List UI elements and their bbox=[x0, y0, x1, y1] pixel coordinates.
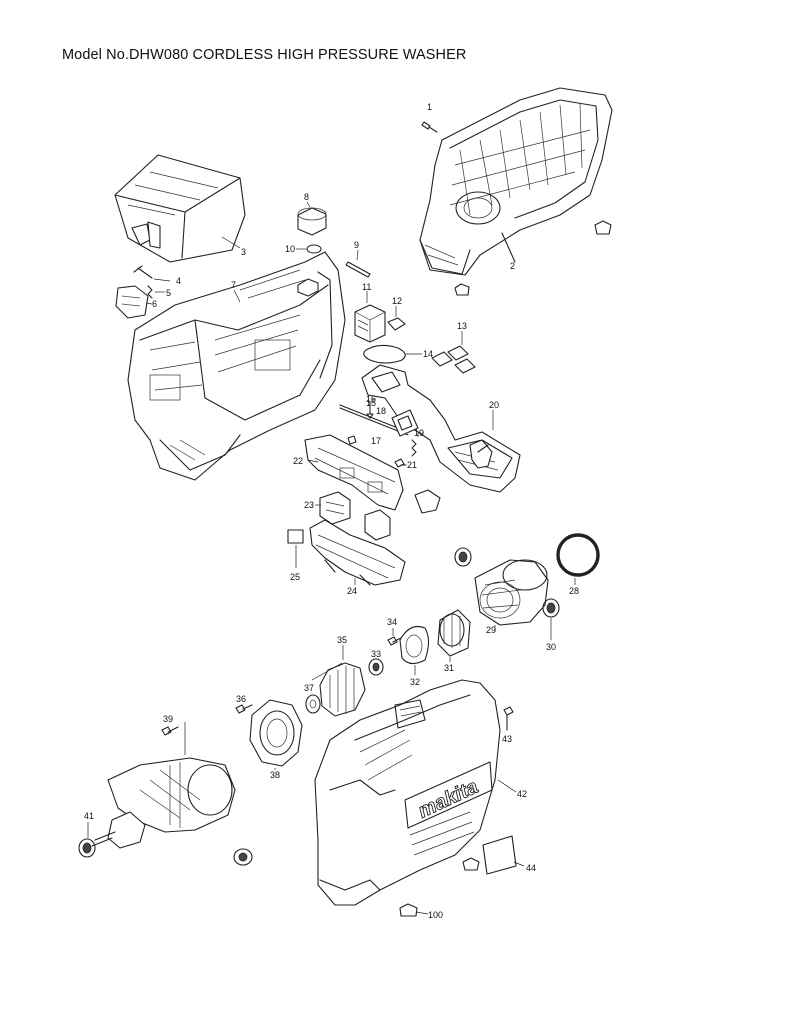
part-1-screw bbox=[421, 121, 438, 133]
part-36-screw bbox=[235, 704, 253, 714]
part-number-label: 16 bbox=[366, 394, 376, 404]
part-number-label: 11 bbox=[362, 282, 371, 292]
part-number-label: 4 bbox=[176, 276, 181, 286]
part-10-o-ring bbox=[296, 244, 322, 254]
part-number-label: 7 bbox=[231, 280, 236, 290]
part-39-screw bbox=[161, 722, 186, 755]
part-number-label: 25 bbox=[290, 572, 300, 582]
part-number-label: 15 bbox=[366, 398, 376, 408]
part-31-stator bbox=[437, 609, 471, 662]
part-9-pin bbox=[345, 249, 371, 278]
part-22-frame bbox=[304, 434, 404, 511]
part-number-label: 34 bbox=[387, 617, 397, 627]
part-25-label bbox=[287, 529, 304, 568]
part-number-label: 1 bbox=[427, 102, 432, 112]
part-21-screw bbox=[394, 458, 407, 468]
part-number-label: 38 bbox=[270, 770, 280, 780]
part-number-label: 41 bbox=[84, 811, 94, 821]
part-number-label: 8 bbox=[304, 192, 309, 202]
part-number-label: 39 bbox=[163, 714, 173, 724]
part-24-battery-holder bbox=[309, 519, 406, 586]
part-number-label: 28 bbox=[569, 586, 579, 596]
part-number-label: 43 bbox=[502, 734, 512, 744]
part-32-gasket bbox=[399, 625, 430, 675]
part-4-latch-pin bbox=[133, 265, 171, 282]
part-37-washer bbox=[305, 694, 321, 714]
part-number-label: 6 bbox=[152, 299, 157, 309]
part-number-label: 17 bbox=[371, 436, 381, 446]
part-5-latch-spring bbox=[147, 285, 165, 299]
part-number-label: 44 bbox=[526, 863, 536, 873]
part-number-label: 24 bbox=[347, 586, 357, 596]
part-19-pin bbox=[411, 433, 419, 457]
part-13-pads bbox=[431, 331, 476, 374]
part-number-label: 2 bbox=[510, 261, 515, 271]
part-number-labels: 1 2 3 4 5 6 7 8 9 10 11 12 13 14 15 16 1… bbox=[84, 102, 579, 920]
part-35-rotor bbox=[311, 645, 366, 717]
part-number-label: 18 bbox=[376, 406, 386, 416]
part-33-bearing bbox=[368, 658, 384, 676]
part-number-label: 35 bbox=[337, 635, 347, 645]
part-number-label: 30 bbox=[546, 642, 556, 652]
part-number-label: 12 bbox=[392, 296, 402, 306]
part-29-motor-housing bbox=[474, 559, 549, 632]
part-7-main-housing bbox=[127, 251, 346, 481]
part-number-label: 14 bbox=[423, 349, 433, 359]
part-number-label: 21 bbox=[407, 460, 417, 470]
part-number-label: 9 bbox=[354, 240, 359, 250]
part-number-label: 22 bbox=[293, 456, 303, 466]
part-8-knob bbox=[297, 201, 327, 236]
part-number-label: 37 bbox=[304, 683, 314, 693]
part-38-bearing-housing bbox=[249, 699, 303, 770]
part-18-bracket bbox=[391, 409, 419, 437]
part-43-screw bbox=[503, 706, 514, 731]
part-number-label: 23 bbox=[304, 500, 314, 510]
part-number-label: 19 bbox=[414, 428, 424, 438]
part-11-switch bbox=[354, 291, 386, 343]
part-23-terminal bbox=[315, 489, 441, 541]
part-number-label: 32 bbox=[410, 677, 420, 687]
part-3-battery-cover bbox=[114, 154, 246, 263]
part-number-label: 100 bbox=[428, 910, 443, 920]
part-number-label: 42 bbox=[517, 789, 527, 799]
seal-ring bbox=[454, 547, 472, 567]
part-number-label: 20 bbox=[489, 400, 499, 410]
part-34-screw bbox=[387, 628, 402, 646]
part-44-label bbox=[482, 835, 525, 875]
part-number-label: 36 bbox=[236, 694, 246, 704]
part-number-label: 5 bbox=[166, 288, 171, 298]
part-42-lower-housing bbox=[314, 679, 517, 906]
part-6-latch-button bbox=[115, 285, 153, 319]
part-100-cap bbox=[399, 903, 429, 917]
part-14-gasket bbox=[363, 344, 422, 364]
part-2-housing-cover bbox=[419, 87, 613, 296]
part-number-label: 10 bbox=[285, 244, 295, 254]
part-30-seal bbox=[542, 598, 560, 640]
page-title: Model No.DHW080 CORDLESS HIGH PRESSURE W… bbox=[62, 47, 467, 63]
part-28-o-ring bbox=[556, 533, 600, 585]
part-number-label: 33 bbox=[371, 649, 381, 659]
part-number-label: 3 bbox=[241, 247, 246, 257]
part-number-label: 13 bbox=[457, 321, 467, 331]
part-41-pump-assembly bbox=[78, 757, 253, 866]
part-number-label: 29 bbox=[486, 625, 496, 635]
part-number-label: 31 bbox=[444, 663, 454, 673]
part-12-clip bbox=[387, 306, 406, 331]
